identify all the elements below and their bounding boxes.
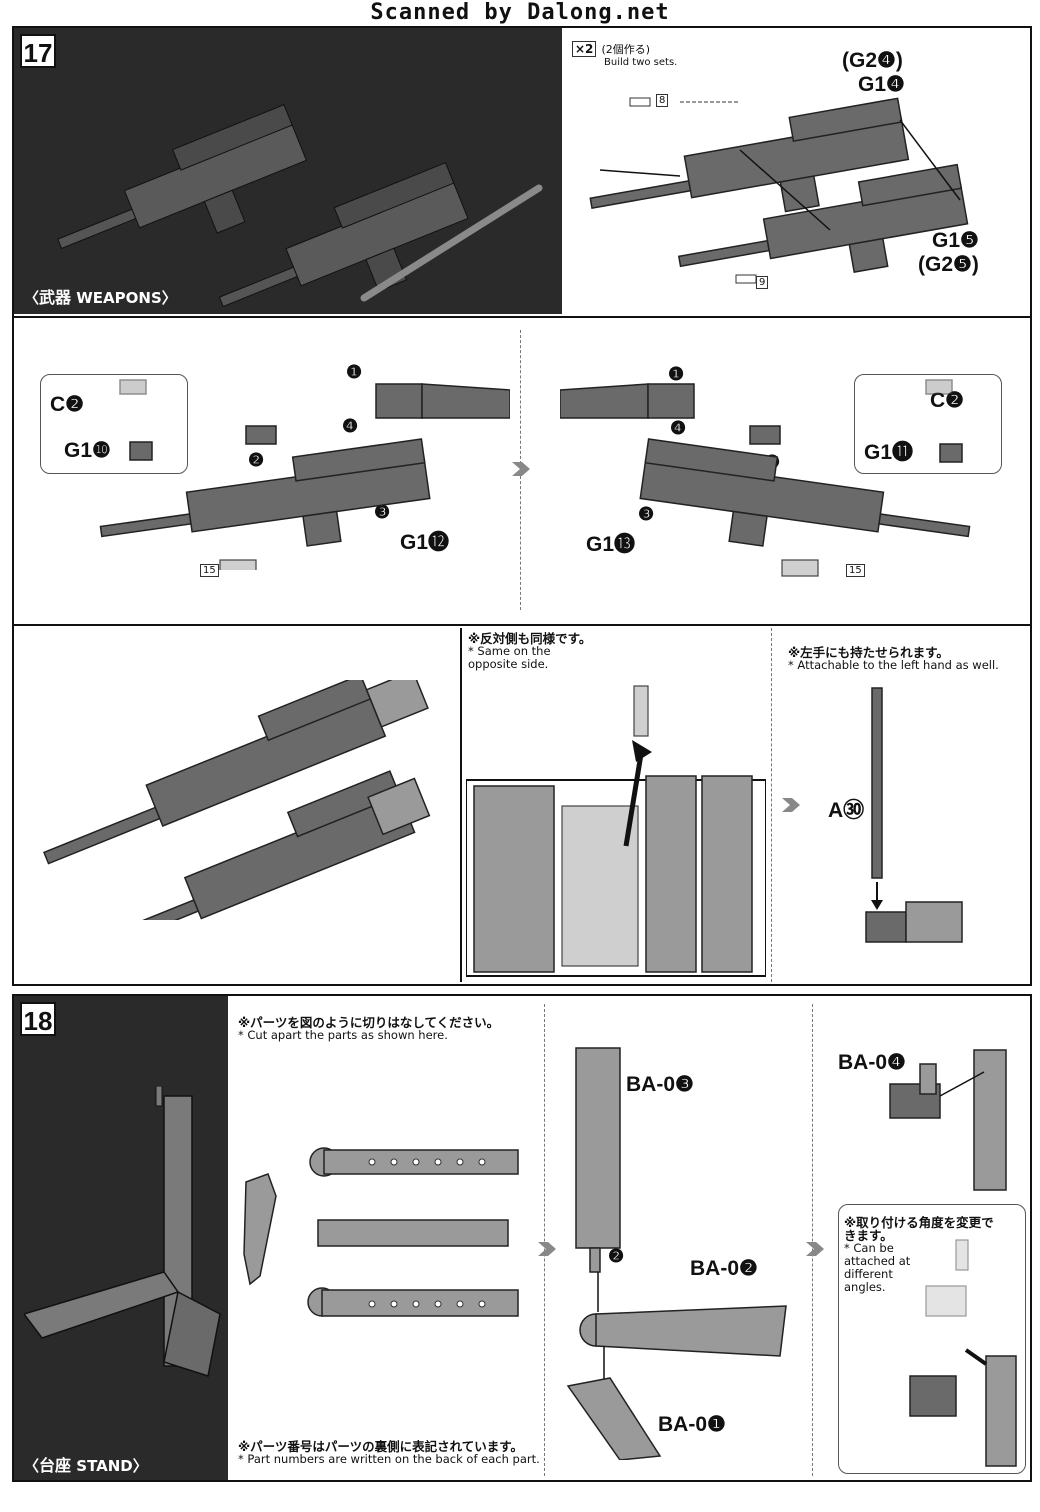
- left-parts-callout: [40, 374, 188, 474]
- sticker-number-9: 9: [756, 276, 769, 289]
- label-g1-13: G1⓭: [586, 533, 636, 556]
- step18-dash-divider-2: [812, 1004, 813, 1476]
- step17-divider-2: [12, 624, 1032, 626]
- label-g1-10: G1❿: [64, 439, 111, 462]
- num-2-left: ❷: [248, 450, 265, 470]
- step-number: 18: [20, 1002, 56, 1036]
- stand-parts-runner-illustration: [243, 1147, 519, 1317]
- same-opposite-jp: ※反対側も同様です。: [468, 631, 592, 646]
- step-arrow-icon: [512, 462, 530, 476]
- label-g1-11: G1⓫: [864, 441, 914, 464]
- caption-jp: 武器: [39, 288, 72, 307]
- label-ba-01: BA-0❶: [658, 1413, 726, 1436]
- label-ba-04: BA-0❹: [838, 1051, 906, 1074]
- step18-preview-panel: 18 〈台座 STAND〉: [14, 996, 228, 1480]
- num-3-left: ❸: [374, 502, 391, 522]
- part-number-en: * Part numbers are written on the back o…: [238, 1452, 540, 1466]
- label-g2-5: (G2❺): [918, 253, 979, 276]
- part-number-note: ※パーツ番号はパーツの裏側に表記されています。 * Part numbers a…: [238, 1440, 540, 1466]
- stand-assembly-illustration: [566, 1047, 787, 1460]
- build-two-sets-note: ×2 (2個作る) Build two sets.: [572, 38, 677, 68]
- step-arrow-icon: [538, 1242, 556, 1256]
- step17-section: [12, 26, 1032, 986]
- left-rifle-illustration: [99, 379, 510, 570]
- num-4-left: ❹: [342, 416, 359, 436]
- robot-backpack-panel: [460, 628, 772, 982]
- label-ba-02: BA-0❷: [690, 1257, 758, 1280]
- cut-apart-jp: ※パーツを図のように切りはなしてください。: [238, 1015, 500, 1030]
- label-c2-left: C❷: [50, 393, 84, 416]
- label-g1-5: G1❺: [932, 229, 979, 252]
- step-arrow-icon: [782, 798, 800, 812]
- left-hand-note: ※左手にも持たせられます。 * Attachable to the left h…: [788, 646, 999, 672]
- same-opposite-note: ※反対側も同様です。 * Same on the opposite side.: [468, 632, 591, 671]
- build-two-en: Build two sets.: [604, 57, 678, 68]
- build-two-jp: (2個作る): [601, 43, 651, 56]
- num-1-right: ❶: [668, 364, 685, 384]
- angle-variation-illustration: [909, 1239, 1017, 1467]
- robot-backpack-illustration: [466, 685, 766, 977]
- weapons-caption: 〈武器 WEAPONS〉: [24, 288, 177, 307]
- stand-preview-illustration: [24, 1086, 221, 1377]
- same-opposite-en: * Same on the opposite side.: [468, 644, 551, 671]
- angle-note: ※取り付ける角度を変更できます。 * Can be attached at di…: [844, 1216, 1004, 1294]
- caption-en: WEAPONS: [76, 289, 162, 307]
- rifles-in-hands-illustration: [43, 680, 431, 920]
- label-g2-4: (G2❹): [842, 49, 903, 72]
- label-g1-12: G1⓬: [400, 531, 450, 554]
- scan-watermark-title: Scanned by Dalong.net: [370, 0, 670, 25]
- angle-note-jp: ※取り付ける角度を変更できます。: [844, 1215, 994, 1243]
- sticker-number-8: 8: [656, 94, 669, 107]
- step-arrow-icon: [806, 1242, 824, 1256]
- cut-apart-note: ※パーツを図のように切りはなしてください。 * Cut apart the pa…: [238, 1016, 499, 1042]
- num-2-stand: ❷: [608, 1246, 625, 1266]
- label-ba-03: BA-0❸: [626, 1073, 694, 1096]
- left-hand-en: * Attachable to the left hand as well.: [788, 658, 999, 672]
- cut-apart-en: * Cut apart the parts as shown here.: [238, 1028, 448, 1042]
- step17-preview-panel: 17 〈武器 WEAPONS〉: [14, 28, 562, 314]
- left-hand-jp: ※左手にも持たせられます。: [788, 645, 949, 660]
- right-rifle-illustration: [560, 379, 971, 577]
- step-number: 17: [20, 34, 56, 68]
- step18-section: [12, 994, 1032, 1482]
- num-1-left: ❶: [346, 362, 363, 382]
- num-3-right: ❸: [638, 504, 655, 524]
- sticker-15-left: 15: [200, 564, 219, 577]
- caption-en: STAND: [76, 1457, 133, 1475]
- num-4-right: ❹: [670, 418, 687, 438]
- x2-badge: ×2: [572, 41, 597, 57]
- saber-and-hand-illustration: [865, 687, 963, 943]
- label-g1-4: G1❹: [858, 73, 905, 96]
- angle-note-en: * Can be attached at different angles.: [844, 1241, 911, 1294]
- step18-dash-divider-1: [544, 1004, 545, 1476]
- stand-caption: 〈台座 STAND〉: [24, 1456, 148, 1475]
- rifle-assembly-diagram: [589, 97, 969, 284]
- stand-arm-attach-illustration: [889, 1049, 1007, 1191]
- caption-jp: 台座: [39, 1456, 72, 1475]
- step17-divider-1: [12, 316, 1032, 318]
- label-a30: A㉚: [828, 799, 865, 822]
- sticker-15-right: 15: [846, 564, 865, 577]
- weapons-preview-illustration: [57, 104, 543, 308]
- part-number-jp: ※パーツ番号はパーツの裏側に表記されています。: [238, 1439, 524, 1454]
